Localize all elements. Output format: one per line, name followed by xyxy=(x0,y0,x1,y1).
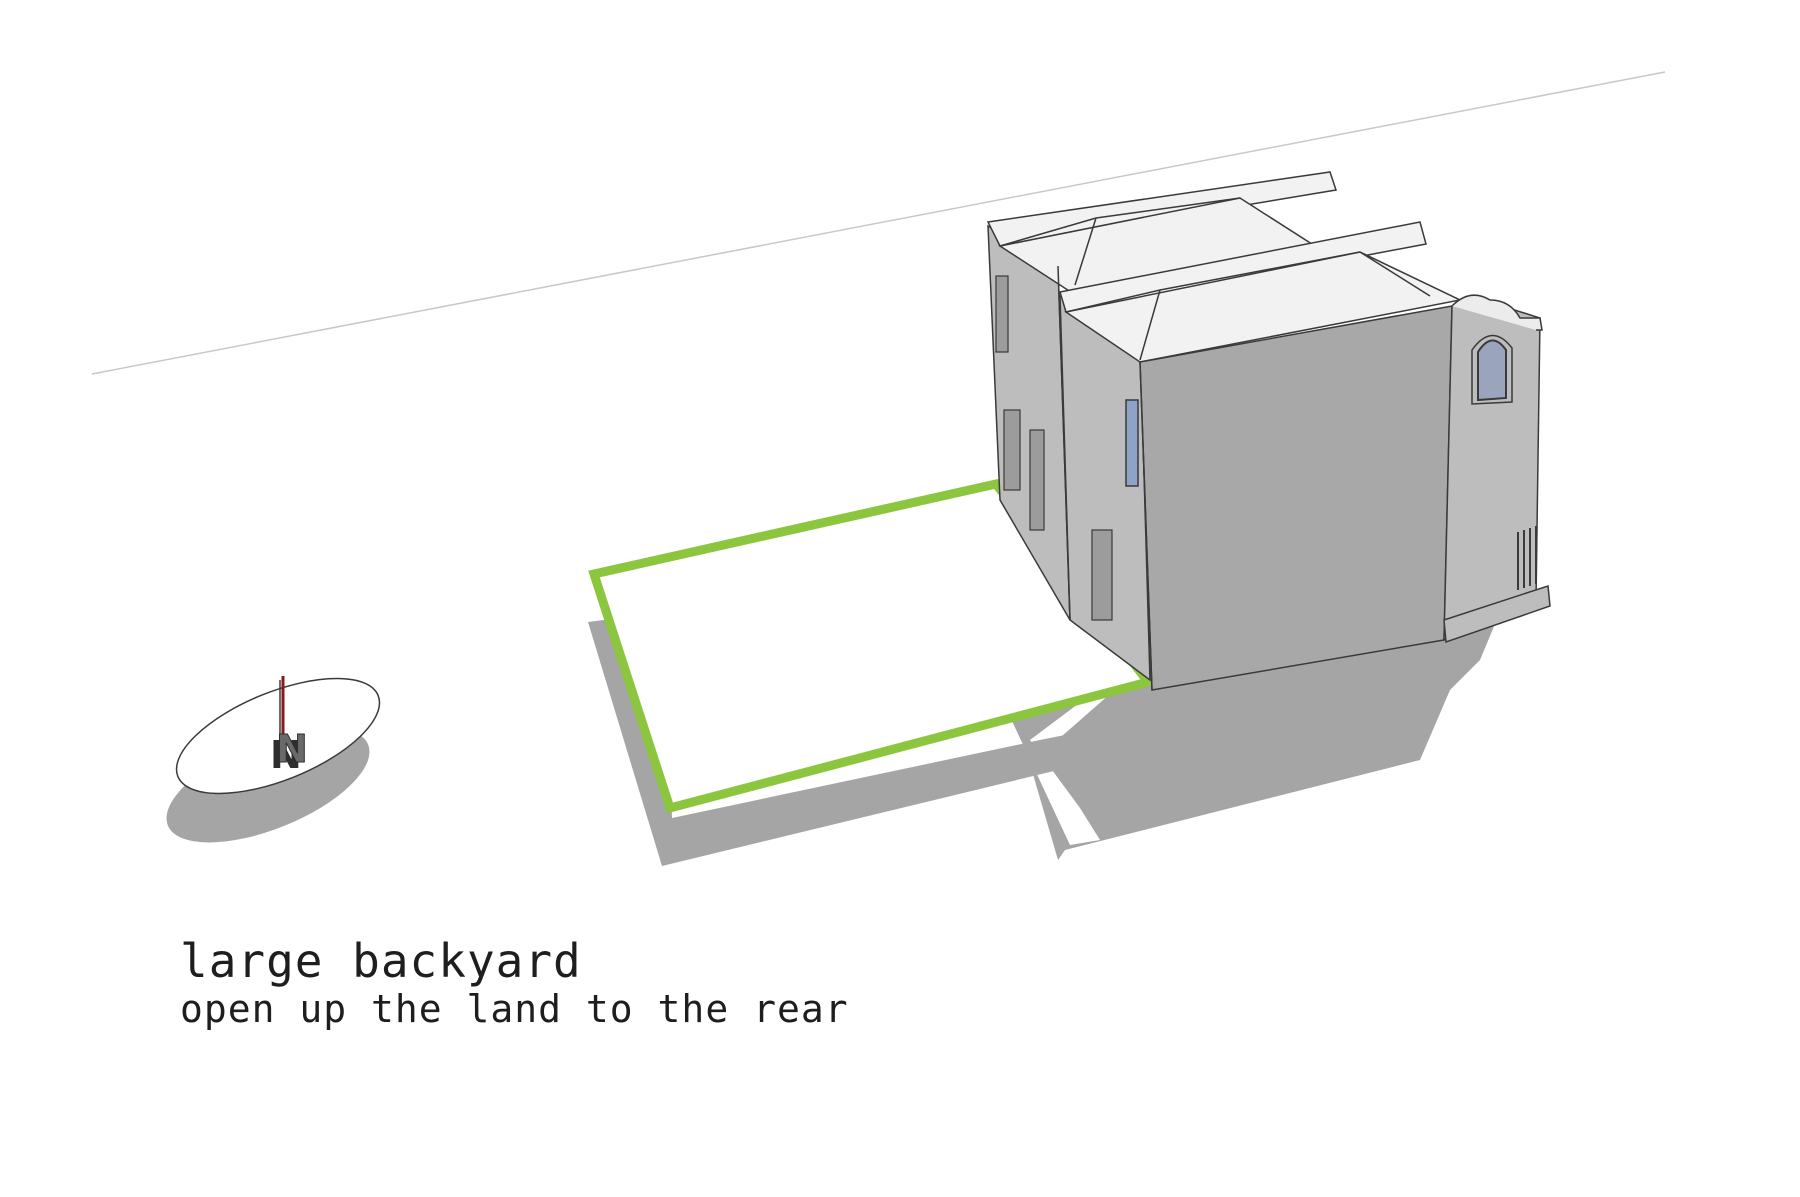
north-compass: N N xyxy=(175,676,381,795)
front-house-rear-wall xyxy=(1139,305,1453,691)
rear-window-upper xyxy=(995,275,1009,353)
arched-window xyxy=(1477,339,1507,402)
property-boundary-line xyxy=(91,71,1666,375)
rear-house-roof-hip xyxy=(1074,217,1097,286)
diagram-caption: large backyard open up the land to the r… xyxy=(180,935,849,1031)
side-bay-curved-parapet xyxy=(1451,294,1543,331)
narrow-side-window xyxy=(1125,399,1139,487)
compass-disc xyxy=(175,677,381,795)
arched-window-frame xyxy=(1471,334,1513,405)
caption-subtitle: open up the land to the rear xyxy=(180,987,849,1031)
downpipe-1 xyxy=(1057,265,1071,621)
backyard-outline xyxy=(588,478,1156,814)
front-house-roof-hip-1 xyxy=(1139,289,1161,361)
downpipe-2 xyxy=(1139,361,1153,691)
front-house-parapet xyxy=(1059,221,1427,313)
caption-title: large backyard xyxy=(180,934,582,988)
rear-house-recesses xyxy=(995,275,1045,531)
side-bay-ledge xyxy=(1443,584,1551,644)
rear-recess-lower xyxy=(1003,409,1021,491)
terrace-houses xyxy=(986,171,1551,691)
building-shadow xyxy=(932,510,1520,860)
rear-recess-lower-2 xyxy=(1029,429,1045,531)
front-recess-lower xyxy=(1091,529,1113,621)
front-house-roof-hip-2 xyxy=(1359,251,1431,297)
compass-letter-shadow: N xyxy=(270,733,302,777)
compass-letter: N xyxy=(276,727,308,771)
side-railing xyxy=(1517,526,1537,590)
